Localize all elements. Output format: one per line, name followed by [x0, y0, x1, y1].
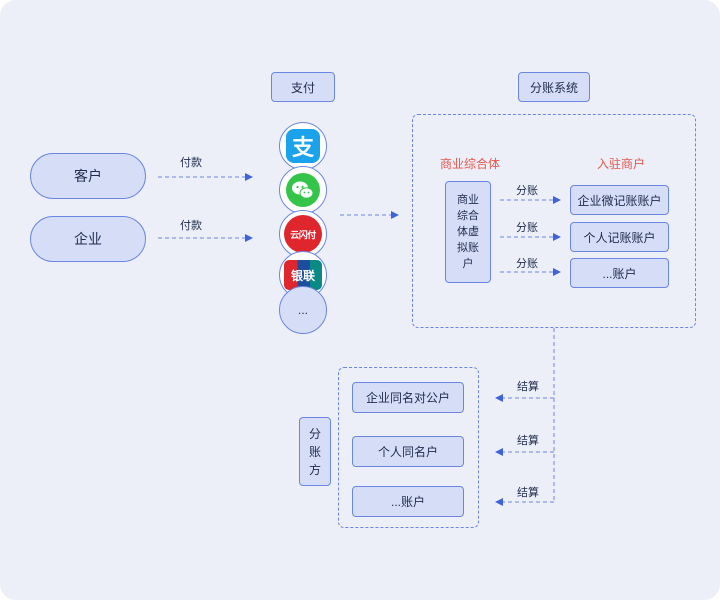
- wechat-icon: [279, 166, 327, 214]
- receivers-frame: [338, 367, 479, 528]
- split-label-1: 分账: [516, 185, 538, 197]
- customer-node: 客户: [30, 153, 146, 199]
- alipay-icon: 支: [279, 122, 327, 170]
- receiver-title-box: 分账方: [299, 417, 331, 486]
- split-system-header: 分账系统: [518, 72, 590, 102]
- unionpay-icon: 银联: [279, 251, 327, 299]
- more-icon: ...: [279, 286, 327, 334]
- merchant-account-2: 个人记账账户: [570, 222, 669, 252]
- settle-label-1: 结算: [517, 381, 539, 393]
- pay-label-2: 付款: [180, 220, 202, 232]
- cloud-quickpass-icon: 云闪付: [279, 210, 327, 258]
- pay-label-1: 付款: [180, 157, 202, 169]
- entity-title: 商业综合体: [440, 157, 501, 171]
- merchant-account-3: ...账户: [570, 258, 669, 288]
- split-system-frame: [412, 114, 696, 328]
- settle-label-2: 结算: [517, 435, 539, 447]
- merchant-title: 入驻商户: [597, 157, 646, 171]
- enterprise-node: 企业: [30, 216, 146, 262]
- settle-label-3: 结算: [517, 487, 539, 499]
- merchant-account-1: 企业微记账账户: [570, 185, 669, 215]
- pay-header: 支付: [271, 72, 335, 102]
- split-label-3: 分账: [516, 258, 538, 270]
- receiver-account-3: ...账户: [352, 486, 464, 517]
- receiver-account-2: 个人同名户: [352, 436, 464, 467]
- receiver-account-1: 企业同名对公户: [352, 382, 464, 413]
- split-label-2: 分账: [516, 222, 538, 234]
- virtual-account-box: 商业综合体虚拟账户: [445, 181, 491, 283]
